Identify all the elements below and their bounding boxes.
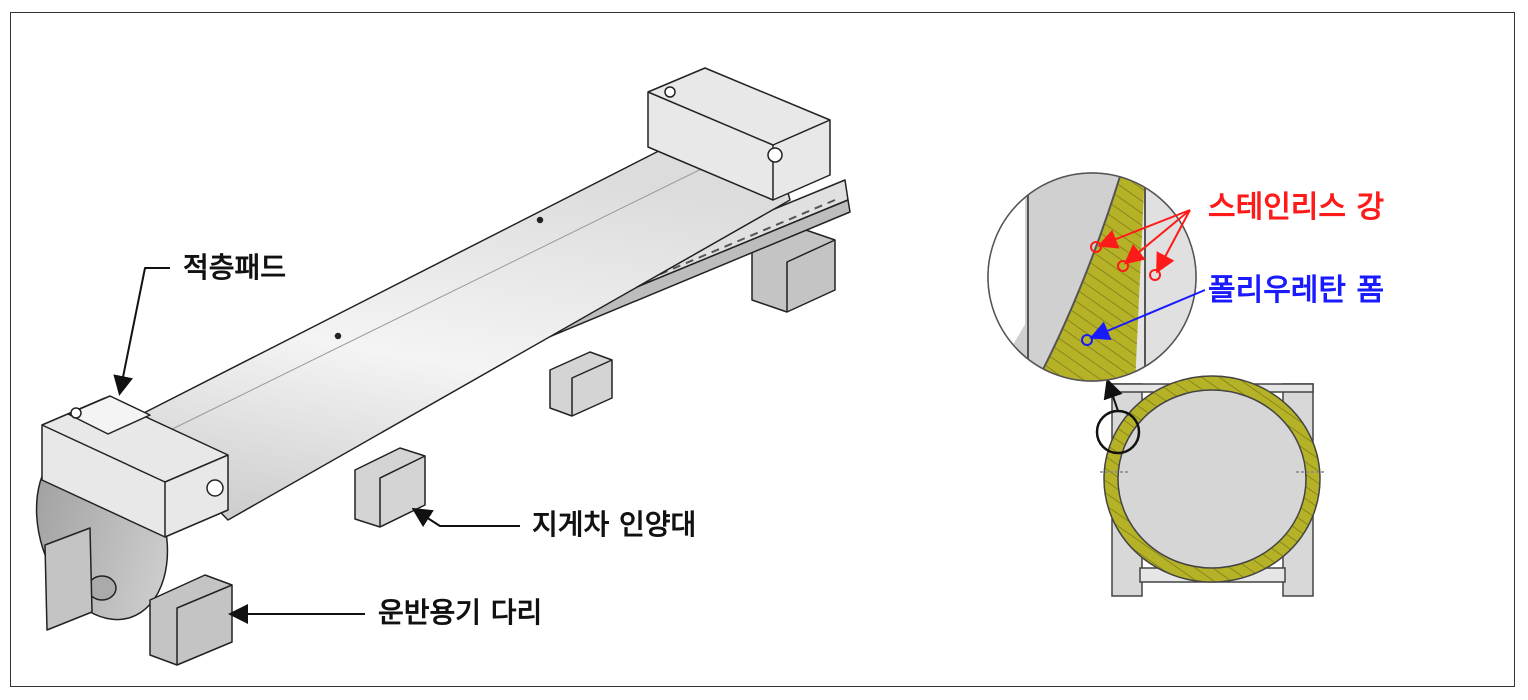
container-isometric <box>35 67 851 666</box>
cross-section <box>1095 375 1326 597</box>
leader-steel-3 <box>1156 209 1191 274</box>
label-stacking-pad: 적층패드 <box>183 251 287 284</box>
front-leg-right <box>149 574 233 666</box>
forklift-lift-back <box>549 351 613 417</box>
front-leg-left <box>44 527 93 631</box>
leader-steel-1 <box>1097 209 1191 249</box>
leader-steel-2 <box>1123 209 1191 265</box>
stacking-pad-back <box>647 67 831 201</box>
label-forklift-lift: 지게차 인양대 <box>532 508 697 541</box>
forklift-lift-front <box>354 447 426 528</box>
label-polyurethane-foam: 폴리우레탄 폼 <box>1208 273 1385 308</box>
figure-frame <box>10 12 1515 687</box>
cylinder-body <box>129 128 791 521</box>
label-stainless-steel: 스테인리스 강 <box>1208 190 1385 225</box>
leader-stacking-pad <box>113 267 170 396</box>
label-container-leg: 운반용기 다리 <box>378 596 543 629</box>
leader-foam <box>1089 289 1206 341</box>
leader-forklift-lift <box>411 507 520 528</box>
detail-zoom <box>987 172 1206 382</box>
